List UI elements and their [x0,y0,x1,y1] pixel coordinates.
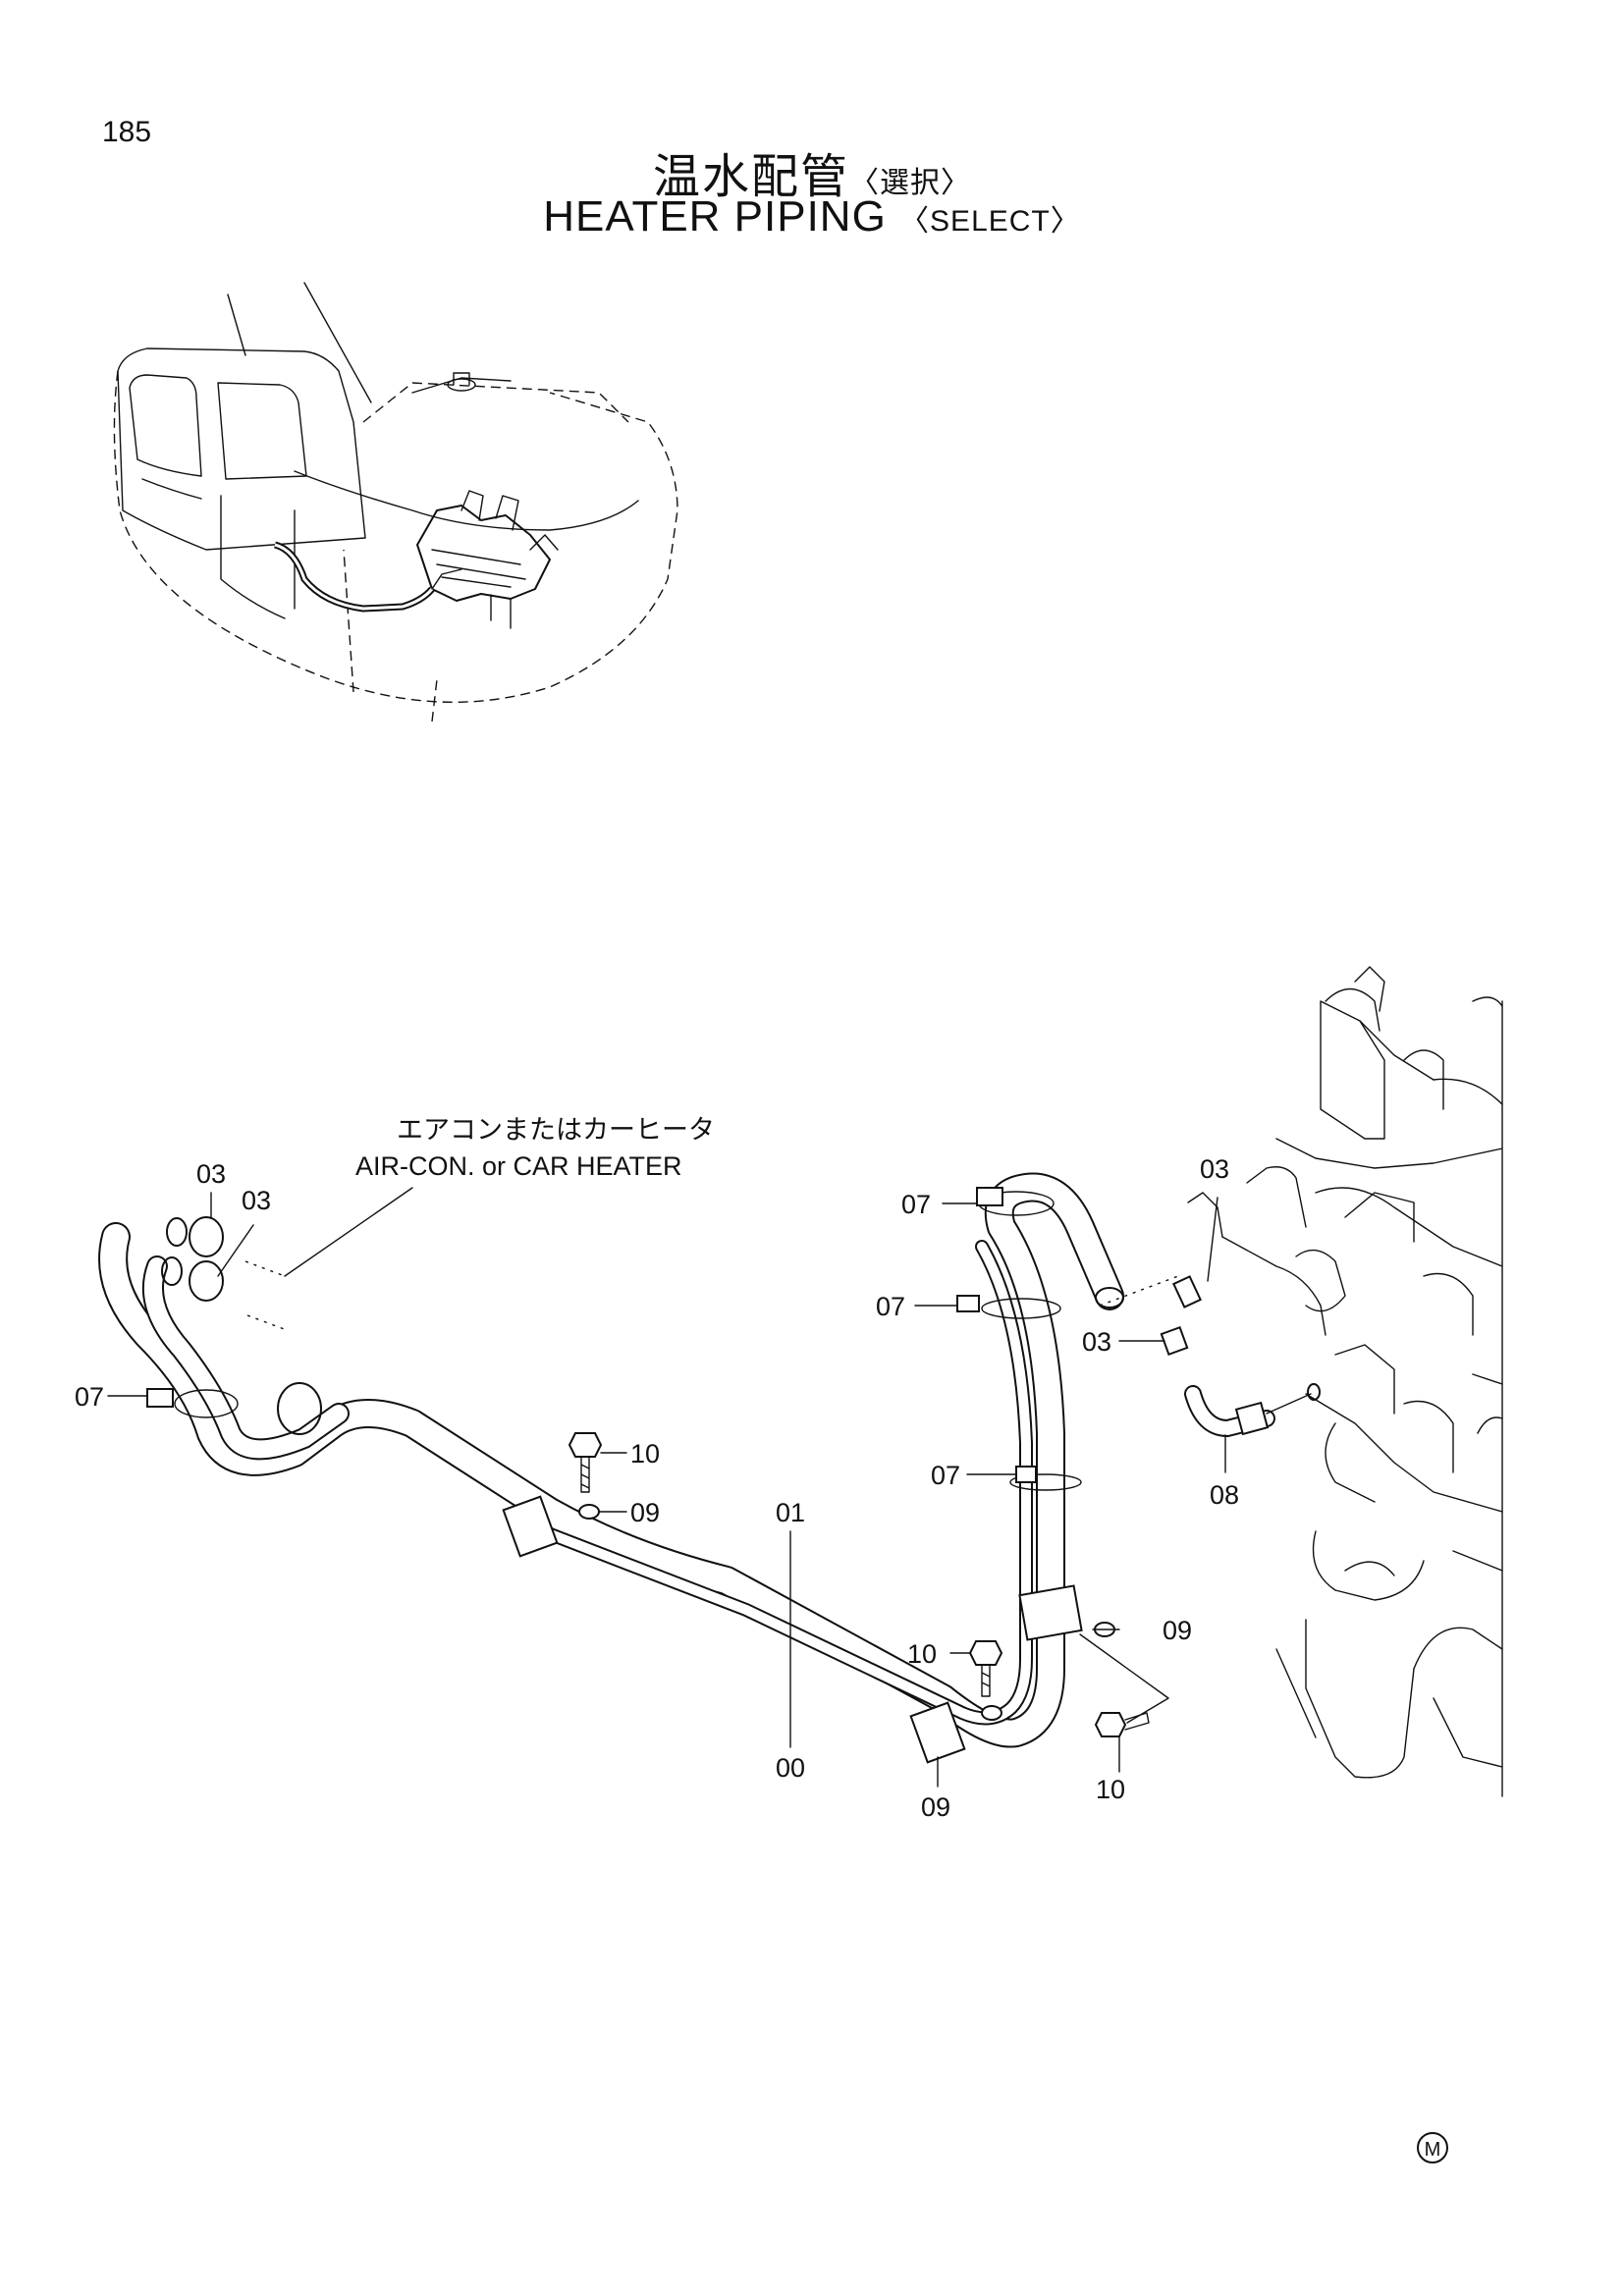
part-label-00: 00 [776,1753,805,1783]
part-label-09: 09 [630,1498,660,1527]
title-english: HEATER PIPING 〈SELECT〉 [0,192,1624,241]
part-label-10: 10 [630,1439,660,1468]
band-clips [146,1187,1082,1491]
part-label-07: 07 [876,1292,905,1321]
manufacturer-mark: M [1417,2132,1448,2163]
part-label-09: 09 [921,1792,950,1822]
title-jp-sub: 〈選択〉 [849,167,971,199]
part-labels: 03 03 07 10 09 01 00 10 09 07 07 07 09 1… [75,1154,1239,1822]
callout-note-jp: エアコンまたはカーヒータ [397,1115,715,1145]
excavator-overview [113,282,678,722]
engine-detail [416,490,559,629]
hose-clamps [189,1216,1202,1357]
part-label-03: 03 [1200,1154,1229,1184]
leader-lines [107,1187,1226,1788]
title-en-text: HEATER PIPING [543,192,887,240]
part-label-07: 07 [901,1190,931,1219]
part-label-07: 07 [75,1382,104,1412]
part-label-07: 07 [931,1461,960,1490]
part-label-01: 01 [776,1498,805,1527]
part-label-10: 10 [1096,1775,1125,1804]
part-label-03: 03 [242,1186,271,1215]
part-label-09: 09 [1163,1616,1192,1645]
bolts [568,1432,1150,1737]
part-label-03: 03 [196,1159,226,1189]
page-number: 185 [102,116,152,148]
part-label-08: 08 [1210,1480,1239,1510]
engine-block [1187,966,1503,1797]
part-label-03: 03 [1082,1327,1111,1357]
part-label-10: 10 [907,1639,937,1669]
callout-note-en: AIR-CON. or CAR HEATER [355,1151,682,1181]
elbow-fitting [1184,1383,1321,1438]
title-en-sub: 〈SELECT〉 [899,205,1081,238]
title-jp-text: 温水配管 [652,151,849,203]
saddle-clamps [502,1495,1115,1764]
title-japanese: 温水配管〈選択〉 [0,137,1624,206]
